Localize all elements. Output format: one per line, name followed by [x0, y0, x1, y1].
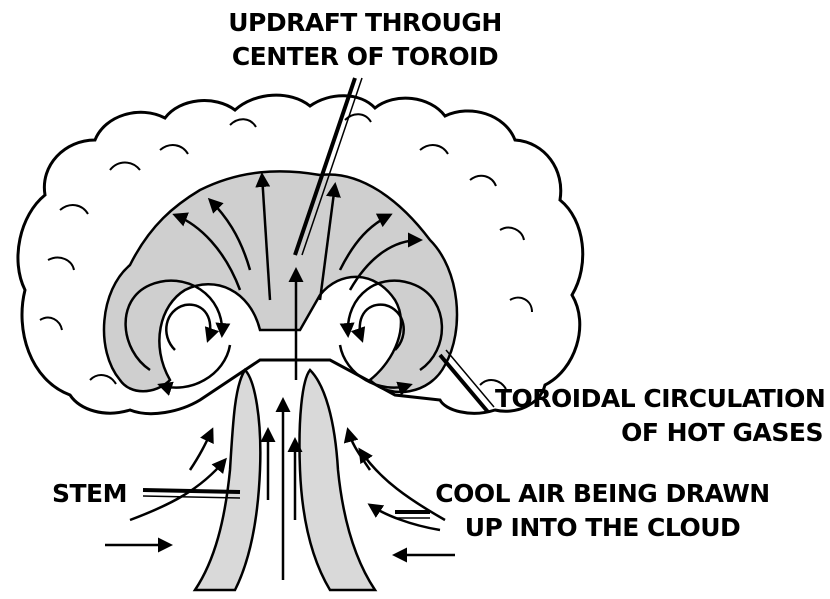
label-updraft-line1: UPDRAFT THROUGH	[205, 6, 525, 40]
label-toroidal: TOROIDAL CIRCULATION OF HOT GASES	[495, 382, 823, 450]
label-toroidal-line2: OF HOT GASES	[495, 416, 823, 450]
label-cool-air: COOL AIR BEING DRAWN UP INTO THE CLOUD	[430, 477, 775, 545]
label-cool-air-line1: COOL AIR BEING DRAWN	[430, 477, 775, 511]
stem-right	[299, 370, 375, 590]
label-cool-air-line2: UP INTO THE CLOUD	[430, 511, 775, 545]
label-stem-text: STEM	[52, 477, 127, 511]
label-updraft-line2: CENTER OF TOROID	[205, 40, 525, 74]
label-updraft: UPDRAFT THROUGH CENTER OF TOROID	[205, 6, 525, 74]
label-toroidal-line1: TOROIDAL CIRCULATION	[495, 382, 823, 416]
label-stem: STEM	[52, 477, 127, 511]
